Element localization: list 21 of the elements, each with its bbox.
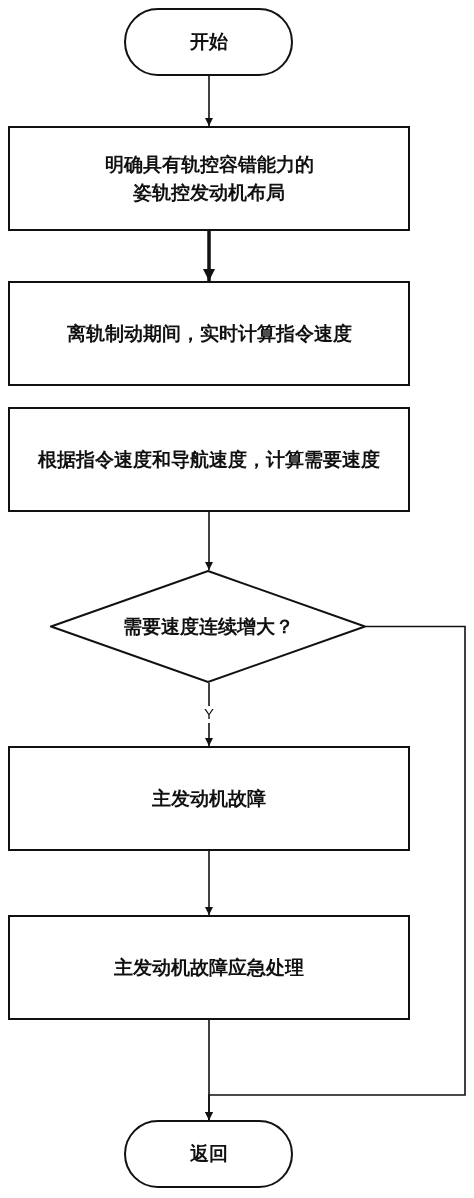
arrow bbox=[205, 850, 213, 916]
arrow bbox=[202, 231, 216, 281]
arrow bbox=[205, 75, 213, 127]
arrow bbox=[205, 625, 466, 1121]
node-text: 返回 bbox=[189, 1141, 228, 1167]
process-box bbox=[8, 746, 410, 851]
process-box bbox=[8, 915, 410, 1020]
node-text: 需要速度连续增大？ bbox=[122, 613, 294, 639]
node-text: 开始 bbox=[189, 29, 228, 55]
node-text: 明确具有轨控容错能力的姿轨控发动机布局 bbox=[103, 151, 315, 205]
process-box bbox=[8, 407, 410, 512]
process-box bbox=[8, 126, 410, 231]
arrow bbox=[205, 511, 213, 571]
arrow bbox=[205, 682, 213, 747]
process-box bbox=[8, 281, 410, 386]
edge-label: Y bbox=[203, 706, 215, 723]
decision-diamond bbox=[50, 570, 366, 683]
node-text: 根据指令速度和导航速度，计算需要速度 bbox=[38, 446, 380, 472]
node-text: 离轨制动期间，实时计算指令速度 bbox=[66, 320, 352, 346]
node-text: 主发动机故障应急处理 bbox=[114, 954, 304, 980]
node-text: 主发动机故障 bbox=[152, 785, 266, 811]
